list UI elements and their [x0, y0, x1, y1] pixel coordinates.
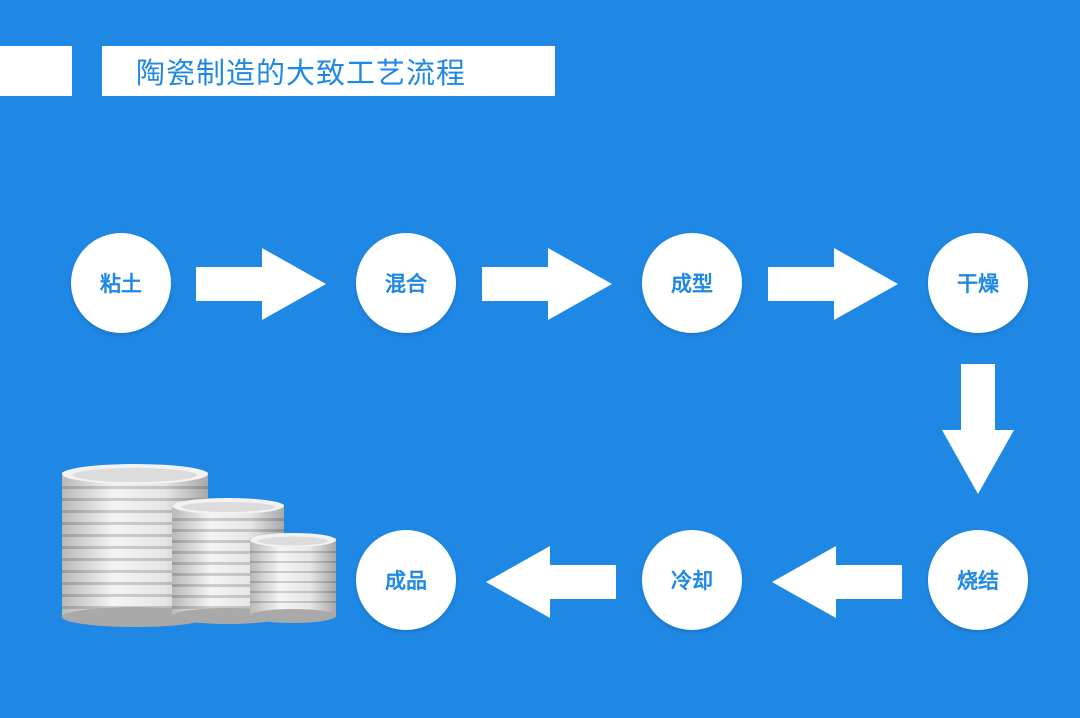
ceramic-tubes-image: [62, 464, 336, 627]
arrow-right-icon: [768, 248, 898, 320]
step-label: 成品: [385, 569, 427, 593]
small-tube: [250, 533, 336, 623]
step-node-clay: 粘土: [71, 233, 171, 333]
page-title: 陶瓷制造的大致工艺流程: [102, 46, 555, 96]
step-node-cooling: 冷却: [642, 530, 742, 630]
step-label: 成型: [671, 272, 713, 296]
step-label: 干燥: [957, 272, 999, 296]
step-label: 混合: [385, 272, 427, 296]
arrow-left-icon: [772, 546, 902, 618]
step-label: 粘土: [100, 272, 142, 296]
arrow-left-icon: [486, 546, 616, 618]
arrow-right-icon: [482, 248, 612, 320]
arrow-down-icon: [942, 364, 1014, 494]
step-node-drying: 干燥: [928, 233, 1028, 333]
step-node-mixing: 混合: [356, 233, 456, 333]
step-node-sintering: 烧结: [928, 530, 1028, 630]
step-node-finished: 成品: [356, 530, 456, 630]
step-label: 烧结: [957, 569, 999, 593]
step-node-forming: 成型: [642, 233, 742, 333]
medium-tube: [172, 498, 284, 624]
step-label: 冷却: [671, 569, 713, 593]
arrow-right-icon: [196, 248, 326, 320]
page-title-text: 陶瓷制造的大致工艺流程: [136, 56, 467, 90]
title-accent-bar: [0, 46, 72, 96]
